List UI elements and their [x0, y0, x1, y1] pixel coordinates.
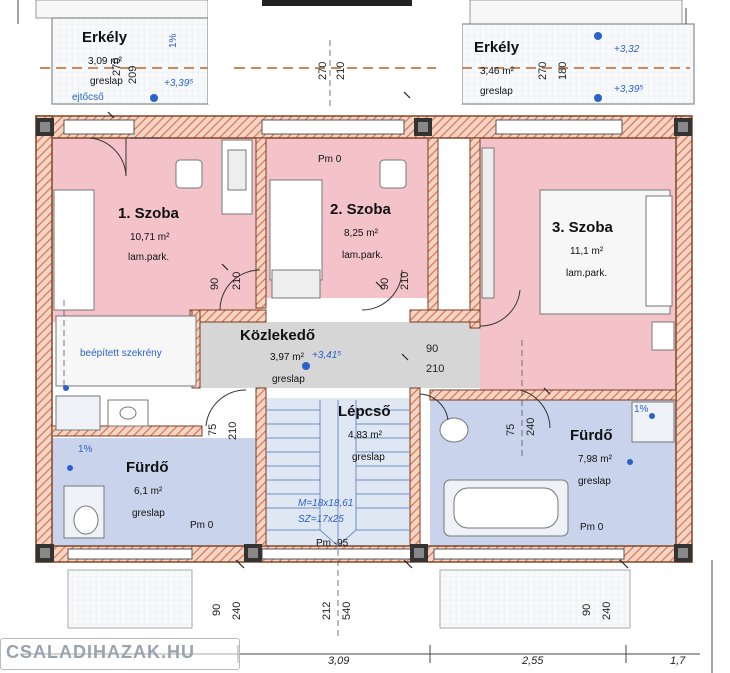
stairs-name: Lépcső	[338, 403, 391, 420]
room1-name: 1. Szoba	[118, 205, 180, 222]
corridor-fill	[196, 322, 480, 388]
stairs-floor: greslap	[352, 452, 385, 463]
dim-b-90-b: 90	[581, 604, 593, 616]
room2-floor: lam.park.	[342, 250, 383, 261]
bath-right-name: Fürdő	[570, 427, 613, 444]
level-balcony-right-1: +3,32	[614, 44, 640, 55]
room1-area: 10,71 m²	[130, 232, 170, 243]
watermark-box	[0, 638, 240, 670]
level-balcony-right-2: +3,39⁵	[614, 84, 644, 95]
dim-v-210-c: 210	[399, 272, 411, 290]
dim-v-210-b: 210	[231, 272, 243, 290]
dim-v-90-b: 90	[379, 278, 391, 290]
corridor-floor: greslap	[272, 374, 305, 385]
level-balcony-left: +3,39⁵	[164, 78, 194, 89]
dim-markers	[63, 32, 655, 471]
gutter-label: ejtőcső	[72, 92, 104, 103]
stairs-fill	[262, 398, 412, 546]
dim-b-240-b: 240	[601, 602, 613, 620]
stair-spec-1: M=18x18,61	[298, 498, 353, 509]
dim-v-75-b: 75	[505, 424, 517, 436]
dim-v-90-a: 90	[209, 278, 221, 290]
dim-h-210: 210	[426, 363, 444, 375]
dim-b-240-a: 240	[231, 602, 243, 620]
slope-right: 1%	[634, 404, 649, 415]
dim-v-270-a: 270	[111, 58, 123, 76]
bath-right-area: 7,98 m²	[578, 454, 613, 465]
pm-stairs: Pm -95	[316, 538, 349, 549]
dim-v-240-a: 240	[525, 418, 537, 436]
furniture	[53, 139, 675, 539]
dim-bottom-255: 2,55	[521, 655, 544, 667]
room3-area: 11,1 m²	[570, 246, 604, 257]
bath-left-floor: greslap	[132, 508, 165, 519]
room1-floor: lam.park.	[128, 252, 169, 263]
slope-bath-left: 1%	[78, 444, 93, 455]
doors	[89, 137, 551, 429]
dim-b-90-a: 90	[211, 604, 223, 616]
dim-v-270-c: 270	[537, 62, 549, 80]
bottom-terrace	[17, 0, 713, 673]
dim-v-210-a: 210	[335, 62, 347, 80]
dim-h-90: 90	[426, 343, 438, 355]
room3-name: 3. Szoba	[552, 219, 614, 236]
balcony-right-floor: greslap	[480, 86, 513, 97]
dim-v-210-d: 210	[227, 422, 239, 440]
room2-area: 8,25 m²	[344, 228, 379, 239]
built-in-wardrobe-label: beépített szekrény	[80, 348, 162, 359]
corridor-area: 3,97 m²	[270, 352, 305, 363]
ticks	[107, 91, 629, 569]
pm0-bath-right: Pm 0	[580, 522, 604, 533]
dim-v-75-a: 75	[207, 424, 219, 436]
level-corridor: +3,41⁵	[312, 350, 342, 361]
bath-left-area: 6,1 m²	[134, 486, 163, 497]
dim-v-209: 209	[127, 66, 139, 84]
slope-left: 1%	[168, 33, 179, 48]
bath-left-name: Fürdő	[126, 459, 169, 476]
stairs-area: 4,83 m²	[348, 430, 383, 441]
bath-right-floor: greslap	[578, 476, 611, 487]
dim-b-540: 540	[341, 602, 353, 620]
balcony-right-name: Erkély	[474, 39, 520, 56]
axis-lines	[63, 40, 523, 640]
room3-floor: lam.park.	[566, 268, 607, 279]
dim-b-212: 212	[321, 602, 333, 620]
dim-bottom-309: 3,09	[328, 655, 349, 667]
stair-spec-2: SZ=17x25	[298, 514, 344, 525]
balcony-left-area: 3,09 m²	[88, 56, 123, 67]
pm0-top: Pm 0	[318, 154, 342, 165]
walls	[35, 115, 693, 563]
dim-bottom-17: 1,7	[670, 655, 686, 667]
watermark-logo: CSALADIHAZAK.HU	[6, 642, 195, 662]
dim-v-270-b: 270	[317, 62, 329, 80]
room2-name: 2. Szoba	[330, 201, 392, 218]
balcony-area	[35, 0, 695, 105]
balcony-left-floor: greslap	[90, 76, 123, 87]
balcony-right-area: 3,46 m²	[480, 66, 515, 77]
dim-v-180: 180	[557, 62, 569, 80]
pm0-bath-left: Pm 0	[190, 520, 214, 531]
balcony-left-name: Erkély	[82, 29, 128, 46]
corridor-name: Közlekedő	[240, 327, 315, 344]
